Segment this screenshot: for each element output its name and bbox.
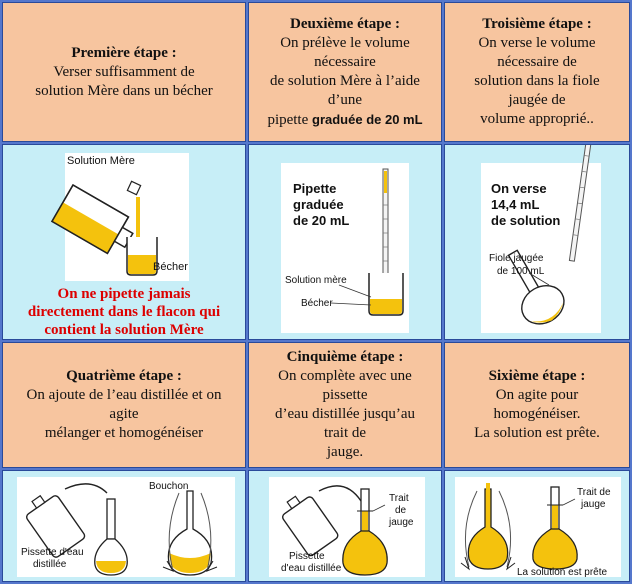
- fiole-caption: On verse: [491, 181, 547, 196]
- filling-illustration: [282, 485, 388, 576]
- step-3-line: On verse le volume: [478, 35, 596, 51]
- label-trait: jauge: [581, 499, 606, 510]
- label-solution-mere: Solution mère: [285, 275, 347, 286]
- label-becher: Bécher: [301, 298, 333, 309]
- step-5-title: Cinquième étape :: [286, 349, 404, 365]
- picture-4-cell: Bouchon Pissette d'eau distillée: [2, 470, 246, 582]
- step-5-line: pissette: [322, 387, 368, 403]
- warning-line: contient la solution Mère: [44, 322, 204, 338]
- step-6-cell: Sixième étape : On agite pour homogénéis…: [444, 342, 630, 468]
- pipette-illustration: [330, 168, 404, 316]
- label-pissette: Pissette d'eau: [21, 547, 84, 558]
- step-1-line: solution Mère dans un bécher: [35, 82, 213, 99]
- bottle-icon: [50, 183, 134, 255]
- label-trait: jauge: [389, 517, 414, 528]
- label-pissette: Pissette: [289, 551, 325, 562]
- label-becher: Bécher: [153, 261, 188, 273]
- step-1-cell: Première étape : Verser suffisamment de …: [2, 2, 246, 142]
- beaker-icon: [126, 237, 158, 276]
- step-1-title: Première étape :: [71, 44, 177, 61]
- step-3-line: solution dans la fiole: [474, 73, 600, 89]
- step-5-line: jauge.: [326, 444, 364, 460]
- warning-line: directement dans le flacon qui: [27, 304, 221, 320]
- label-trait: Trait: [389, 493, 409, 504]
- label-pissette: distillée: [33, 559, 67, 570]
- shaking-flask-icon: [162, 490, 218, 576]
- wash-bottle-icon: [26, 494, 86, 558]
- fiole-caption: de solution: [491, 213, 561, 228]
- step-2-line: d’une: [327, 91, 363, 108]
- step-5-line: On complète avec une: [278, 368, 412, 384]
- step-4-line: On ajoute de l’eau distillée et on: [26, 387, 222, 403]
- volumetric-flask-icon: [532, 486, 578, 570]
- step-5-line: trait de: [323, 425, 367, 441]
- warning-line: On ne pipette jamais: [57, 286, 191, 302]
- step-3-cell: Troisième étape : On verse le volume néc…: [444, 2, 630, 142]
- label-ready: La solution est prête: [517, 567, 608, 578]
- step-4-cell: Quatrième étape : On ajoute de l’eau dis…: [2, 342, 246, 468]
- step-3-line: nécessaire de: [497, 54, 577, 70]
- label-fiole: de 100 mL: [497, 266, 545, 277]
- label-trait: Trait de: [577, 487, 611, 498]
- step-2-line: pipette: [267, 111, 309, 128]
- stream: [136, 197, 140, 241]
- step-4-line: mélanger et homogénéiser: [44, 425, 204, 441]
- shaking-flask-icon: [460, 483, 516, 571]
- adding-water-illustration: [26, 483, 218, 576]
- pipette-caption: Pipette: [293, 181, 337, 196]
- label-fiole: Fiole jaugée: [489, 253, 544, 264]
- pipette-icon: [568, 145, 594, 262]
- ready-illustration: [460, 483, 578, 571]
- label-bouchon: Bouchon: [149, 481, 189, 492]
- fiole-caption: 14,4 mL: [491, 197, 540, 212]
- step-4-title: Quatrième étape :: [66, 368, 182, 384]
- label-trait: de: [395, 505, 407, 516]
- step-4-line: agite: [109, 406, 139, 422]
- step-6-line: On agite pour: [495, 387, 579, 403]
- step-2-line: de solution Mère à l’aide: [270, 72, 420, 89]
- volumetric-flask-icon: [342, 488, 388, 576]
- pipette-caption: graduée: [293, 197, 344, 212]
- step-2-title: Deuxième étape :: [290, 15, 400, 32]
- label-pissette: d'eau distillée: [281, 563, 342, 574]
- label-solution-mere: Solution Mère: [67, 155, 135, 167]
- step-2-line: nécessaire: [314, 53, 376, 70]
- wash-bottle-icon: [282, 495, 339, 557]
- pipette-caption: de 20 mL: [293, 213, 350, 228]
- step-2-cell: Deuxième étape : On prélève le volume né…: [248, 2, 442, 142]
- fiole-illustration: [507, 145, 594, 325]
- picture-3-cell: On verse 14,4 mL de solution Fiole jaugé…: [444, 144, 630, 340]
- picture-2-cell: Pipette graduée de 20 mL Solution mère B…: [248, 144, 442, 340]
- picture-1-cell: Solution Mère Bécher On ne pipette jamai…: [2, 144, 246, 340]
- step-6-line: La solution est prête.: [474, 425, 600, 441]
- volumetric-flask-icon: [94, 498, 128, 576]
- step-3-title: Troisième étape :: [482, 16, 592, 32]
- step-5-cell: Cinquième étape : On complète avec une p…: [248, 342, 442, 468]
- step-2-last-line: pipette graduée de 20 mL: [267, 110, 422, 130]
- volumetric-flask-icon: [507, 249, 565, 325]
- step-2-bold: graduée de 20 mL: [312, 111, 423, 127]
- step-1-line: Verser suffisamment de: [53, 63, 195, 80]
- step-3-line: volume approprié..: [480, 111, 594, 127]
- step-3-line: jaugée de: [508, 92, 566, 108]
- picture-6-cell: Trait de jauge La solution est prête: [444, 470, 630, 582]
- picture-5-cell: Trait de jauge Pissette d'eau distillée: [248, 470, 442, 582]
- step-2-line: On prélève le volume: [280, 34, 410, 51]
- step-6-title: Sixième étape :: [488, 368, 586, 384]
- step-6-line: homogénéiser.: [493, 406, 581, 422]
- pouring-illustration: [50, 180, 158, 276]
- step-5-line: d’eau distillée jusqu’au: [275, 406, 415, 422]
